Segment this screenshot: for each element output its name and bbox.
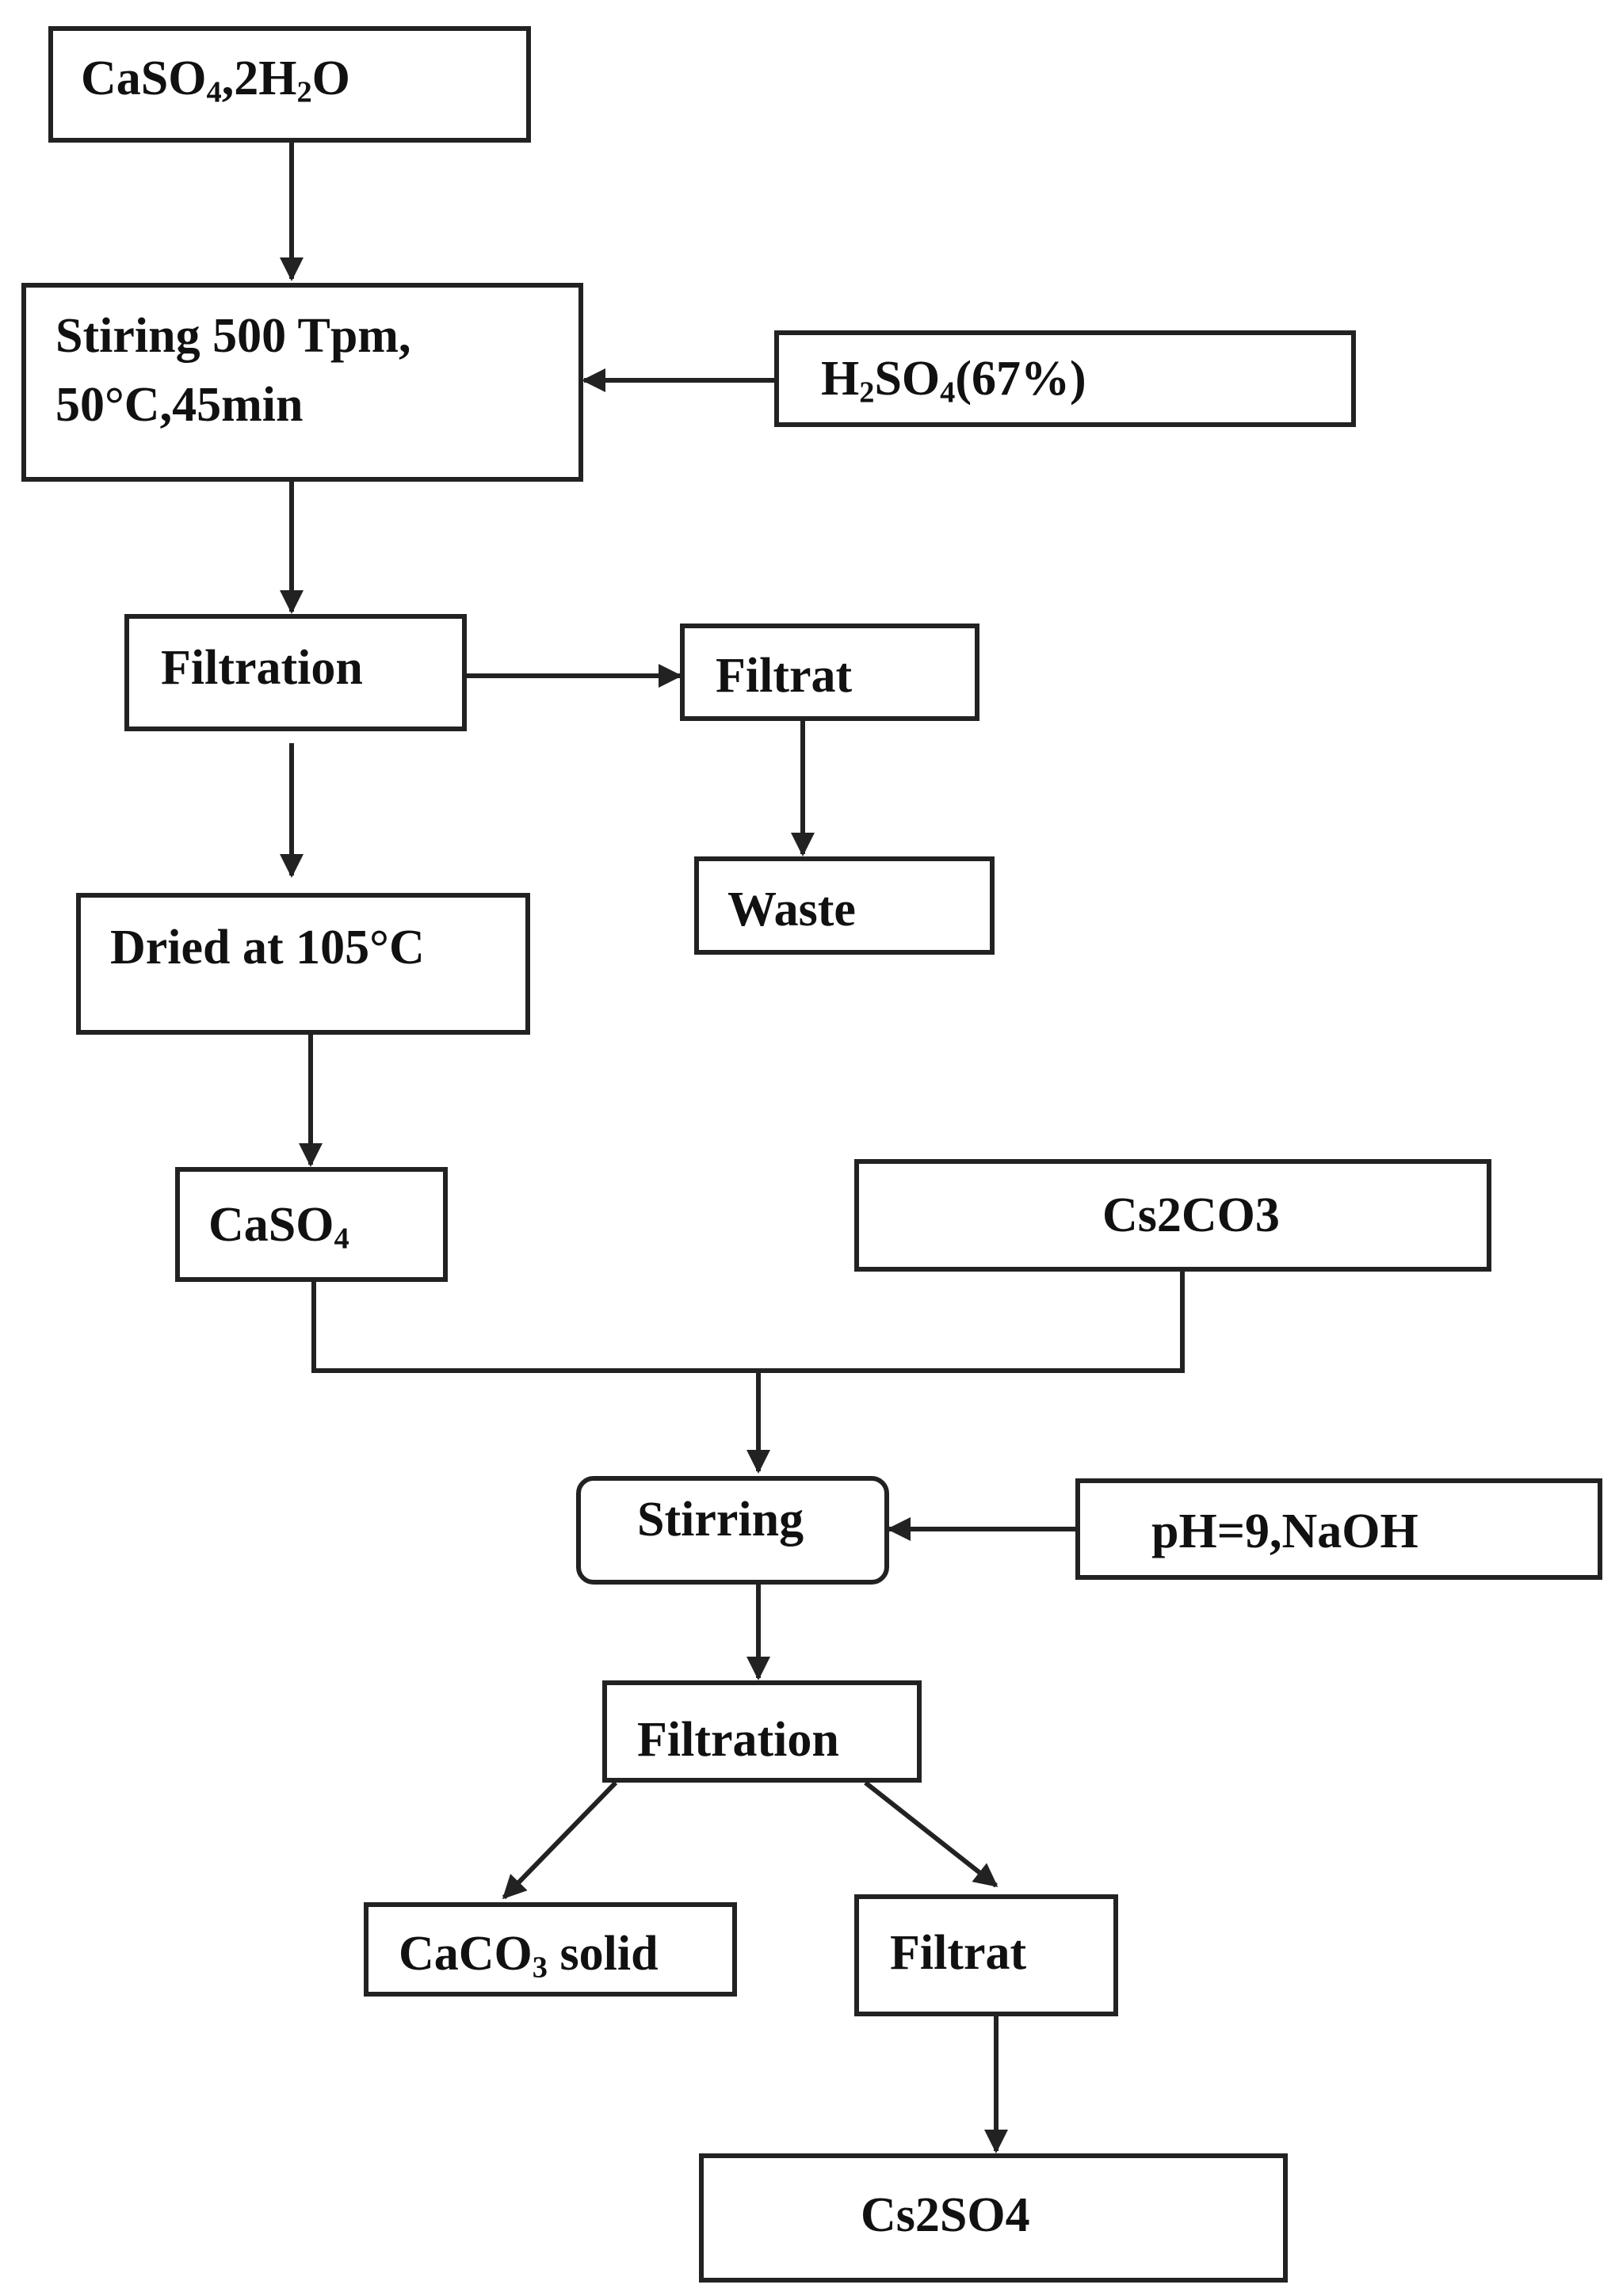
node-cs2so4-label: Cs2SO4	[861, 2187, 1030, 2245]
caso4-sub-1: 4	[334, 1222, 349, 1256]
node-dried-label: Dried at 105°C	[110, 921, 425, 974]
cs2so4-sub-1: 2	[915, 2188, 940, 2242]
node-stirring-500tpm	[21, 283, 583, 482]
node-h2so4	[774, 330, 1356, 427]
node-ph-naoh	[1075, 1478, 1602, 1580]
caco3-sub-1: 3	[532, 1951, 548, 1985]
node-stirring	[576, 1476, 889, 1585]
gypsum-sub-1: 4	[206, 75, 222, 109]
caco3-text-1: CaCO	[399, 1927, 533, 1981]
cs2so4-sub-2: 4	[1005, 2188, 1030, 2242]
node-caco3-solid	[364, 1902, 737, 1997]
cs2so4-text-2: SO	[939, 2188, 1006, 2242]
node-gypsum-label: CaSO4,2H2O	[81, 50, 350, 108]
node-caco3-solid-label: CaCO3 solid	[399, 1925, 659, 1983]
node-cs2co3	[854, 1159, 1491, 1272]
cs2co3-text-2: CO	[1181, 1188, 1255, 1242]
merge-line-caso4-cs2co3	[311, 1272, 1185, 1373]
stirring-line-1: Stiring 500 Tpm,	[55, 309, 411, 363]
cs2co3-sub-2: 3	[1254, 1188, 1280, 1242]
node-filtration-1	[124, 614, 467, 731]
node-caso4	[175, 1167, 448, 1282]
cs2co3-text-1: Cs	[1102, 1188, 1157, 1242]
node-filtrat-1	[680, 624, 979, 721]
node-filtrat-2-label: Filtrat	[890, 1926, 1027, 1980]
h2so4-sub-1: 2	[859, 376, 875, 410]
gypsum-text-2: ,2H	[221, 51, 297, 105]
gypsum-sub-2: 2	[296, 75, 312, 109]
node-ph-naoh-label: pH=9,NaOH	[1151, 1505, 1419, 1558]
node-stirring-label: Stirring	[637, 1493, 804, 1547]
node-h2so4-label: H2SO4(67%)	[821, 350, 1086, 408]
stirring-line-2: 50°C,45min	[55, 378, 304, 433]
caco3-text-2: solid	[548, 1927, 659, 1981]
node-filtrat-1-label: Filtrat	[716, 649, 853, 703]
node-stirring-500tpm-label: Stiring 500 Tpm, 50°C,45min	[55, 307, 410, 434]
caso4-text-1: CaSO	[208, 1198, 334, 1252]
node-gypsum	[48, 26, 531, 143]
cs2so4-text-1: Cs	[861, 2188, 915, 2242]
node-filtrat-2	[854, 1894, 1118, 2016]
arrow-filtration2-to-filtrat2	[864, 1780, 999, 1888]
gypsum-text-1: CaSO	[81, 51, 207, 105]
node-waste	[694, 856, 995, 955]
node-cs2so4	[699, 2153, 1288, 2283]
node-filtration-2	[602, 1680, 922, 1783]
arrow-filtration2-to-caco3	[502, 1780, 618, 1900]
node-waste-label: Waste	[727, 883, 856, 936]
h2so4-text-1: H	[821, 352, 860, 406]
cs2co3-sub-1: 2	[1156, 1188, 1182, 1242]
h2so4-sub-2: 4	[940, 376, 956, 410]
node-caso4-label: CaSO4	[208, 1196, 349, 1254]
node-filtration-2-label: Filtration	[637, 1713, 839, 1767]
h2so4-text-2: SO	[874, 352, 941, 406]
node-filtration-1-label: Filtration	[161, 641, 363, 695]
node-cs2co3-label: Cs2CO3	[1102, 1187, 1280, 1245]
h2so4-text-3: (67%)	[955, 352, 1086, 406]
gypsum-text-3: O	[311, 51, 350, 105]
node-dried	[76, 893, 530, 1035]
